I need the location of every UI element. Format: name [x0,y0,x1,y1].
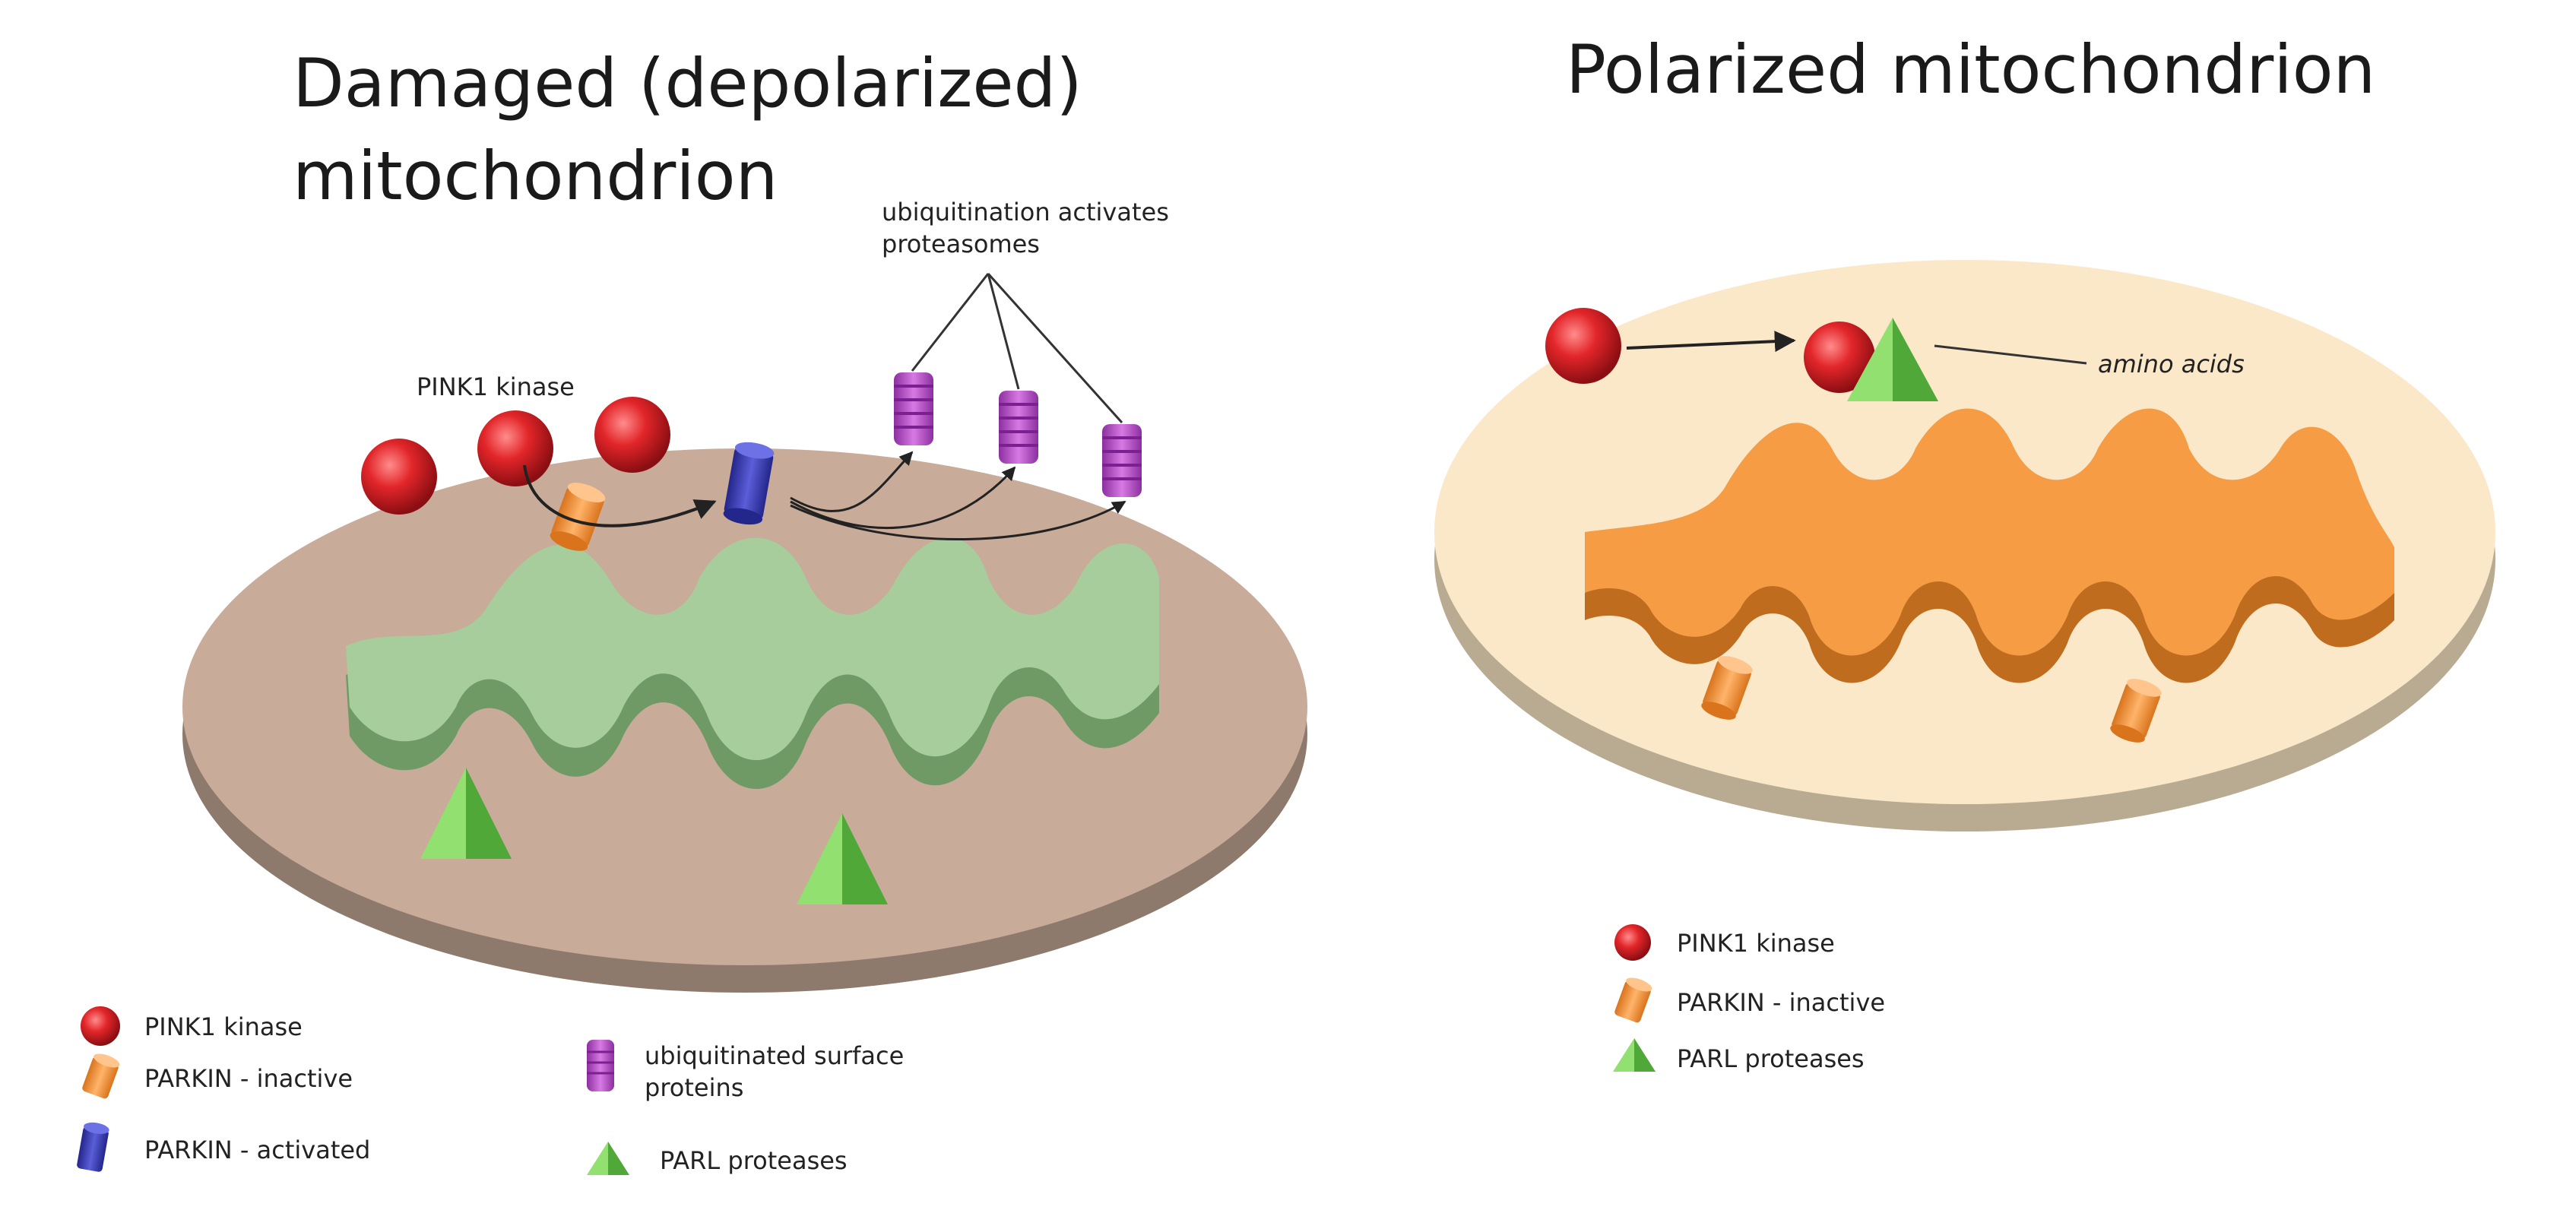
parl-pyramid [1847,318,1938,401]
legend-parkin-activated-icon [77,1122,109,1172]
ubiquitination-label-line2: proteasomes [882,230,1040,258]
damaged-title-line2: mitochondrion [293,137,778,215]
damaged-title-line1: Damaged (depolarized) [293,44,1082,122]
legend-parkin-inactive-icon [1614,977,1652,1023]
amino-acids-pointer [1934,344,2087,365]
import-arrow [1626,331,1796,353]
legend-parl-label: PARL proteases [1677,1044,1865,1073]
activation-arrow [523,464,717,527]
ubiquitinated-protein [999,391,1038,464]
legend-parl-icon [587,1142,629,1175]
ubiquitinated-protein [894,372,933,445]
legend-parkin-activated-label: PARKIN - activated [144,1136,370,1164]
parkin-inactive-cylinder [1701,656,1753,720]
damaged-legend: PINK1 kinase PARKIN - inactive PARKIN - … [77,1006,904,1175]
pink1-kinase-label: PINK1 kinase [417,372,575,401]
ubiquitination-label-line1: ubiquitination activates [882,198,1169,226]
damaged-cristae [346,537,1159,789]
legend-parkin-inactive-label: PARKIN - inactive [144,1064,353,1093]
polarized-panel: Polarized mitochondrion amino acids [1434,30,2495,1073]
legend-pink1-icon [81,1006,120,1046]
pink1-sphere [594,397,670,473]
legend-ubiquitinated-label-line1: ubiquitinated surface [645,1041,904,1070]
ubiquitinated-protein [1102,424,1142,497]
ubiquitination-pointer-lines [911,272,1123,424]
damaged-panel: Damaged (depolarized) mitochondrion PINK… [77,44,1307,1175]
pink1-sphere [361,439,437,515]
legend-pink1-label: PINK1 kinase [144,1012,303,1041]
legend-ubiquitinated-icon [587,1040,614,1091]
ubiquitination-arrow [790,466,1016,529]
parl-pyramid [797,813,888,904]
amino-acids-label: amino acids [2098,350,2245,379]
pink1-sphere [477,410,553,486]
legend-pink1-label: PINK1 kinase [1677,929,1835,958]
legend-parkin-inactive-label: PARKIN - inactive [1677,988,1885,1017]
legend-parl-icon [1613,1038,1656,1072]
ubiquitination-arrow [790,451,914,512]
ubiquitination-arrow [790,500,1126,540]
polarized-title: Polarized mitochondrion [1566,30,2375,109]
parkin-activated-cylinder [723,442,775,525]
pink1-sphere [1804,322,1875,393]
polarized-cristae [1585,408,2394,683]
pink1-sphere [1545,308,1621,384]
parkin-inactive-cylinder [550,483,606,551]
legend-parkin-inactive-icon [82,1053,120,1099]
legend-parl-label: PARL proteases [660,1146,848,1175]
parl-pyramid [420,768,512,859]
parkin-inactive-cylinder [2110,679,2162,743]
polarized-legend: PINK1 kinase PARKIN - inactive PARL prot… [1613,924,1885,1073]
legend-pink1-icon [1614,924,1651,961]
legend-ubiquitinated-label-line2: proteins [645,1073,743,1102]
